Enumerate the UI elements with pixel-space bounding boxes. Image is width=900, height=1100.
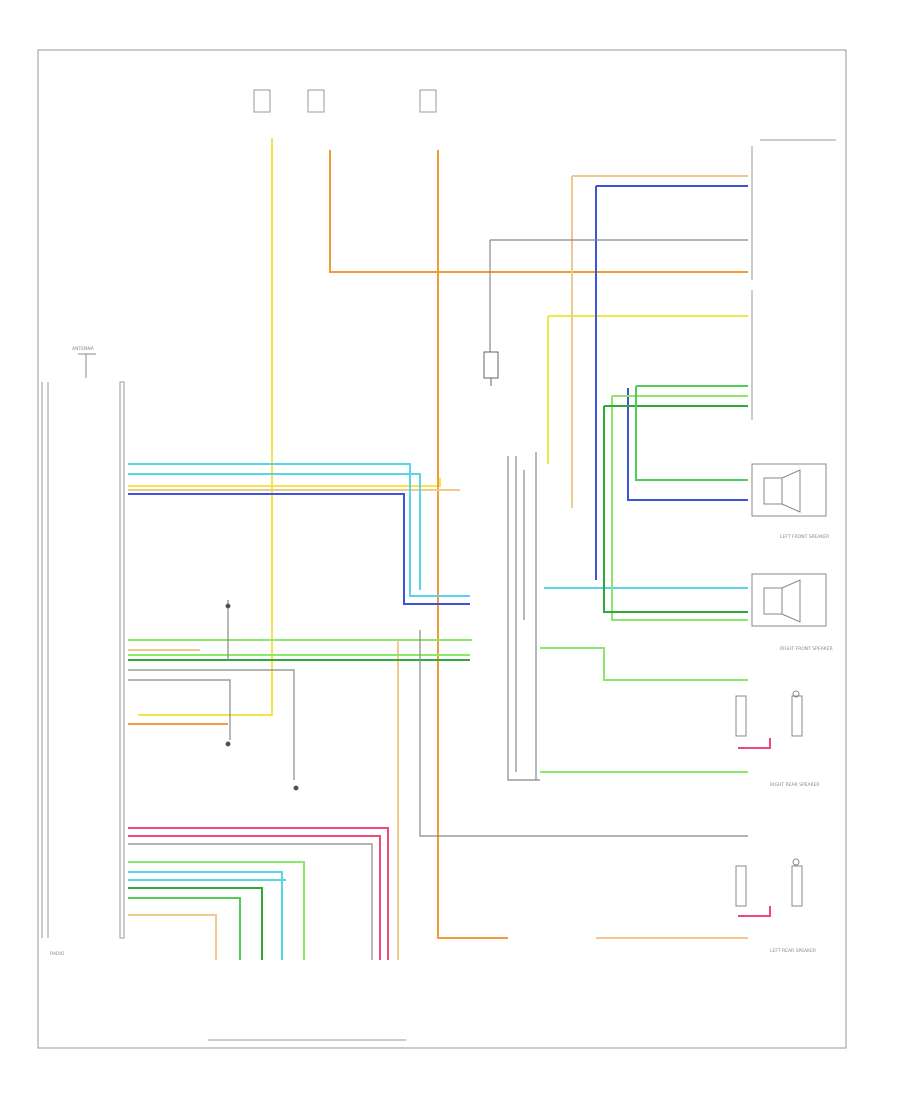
right-front-speaker bbox=[751, 573, 827, 627]
radio-unit: RADIO bbox=[41, 381, 125, 957]
wire-light-blue bbox=[128, 463, 748, 960]
wire-red bbox=[128, 738, 771, 960]
connector-right bbox=[751, 139, 836, 420]
wire-light-green bbox=[128, 395, 748, 960]
left-front-speaker bbox=[751, 463, 827, 517]
wire-blue bbox=[128, 185, 748, 605]
svg-text:RIGHT FRONT SPEAKER: RIGHT FRONT SPEAKER bbox=[780, 646, 833, 652]
svg-text:ANTENNA: ANTENNA bbox=[72, 346, 95, 352]
wire-green bbox=[128, 385, 748, 960]
svg-text:RIGHT REAR SPEAKER: RIGHT REAR SPEAKER bbox=[770, 782, 820, 788]
wire-orange bbox=[128, 150, 748, 939]
svg-text:RADIO: RADIO bbox=[50, 951, 65, 957]
wire-gray bbox=[128, 239, 748, 960]
svg-text:LEFT FRONT SPEAKER: LEFT FRONT SPEAKER bbox=[780, 534, 829, 540]
antenna-icon: ANTENNA bbox=[72, 346, 96, 378]
left-rear-speaker bbox=[735, 858, 803, 907]
diagram-frame bbox=[37, 49, 847, 1049]
wire-yellow bbox=[128, 138, 748, 716]
svg-text:LEFT REAR SPEAKER: LEFT REAR SPEAKER bbox=[770, 948, 816, 954]
fuse-block-labels bbox=[253, 89, 437, 113]
right-rear-speaker bbox=[735, 690, 803, 737]
wire-dark-green bbox=[128, 405, 748, 960]
ground-icon bbox=[225, 351, 499, 791]
